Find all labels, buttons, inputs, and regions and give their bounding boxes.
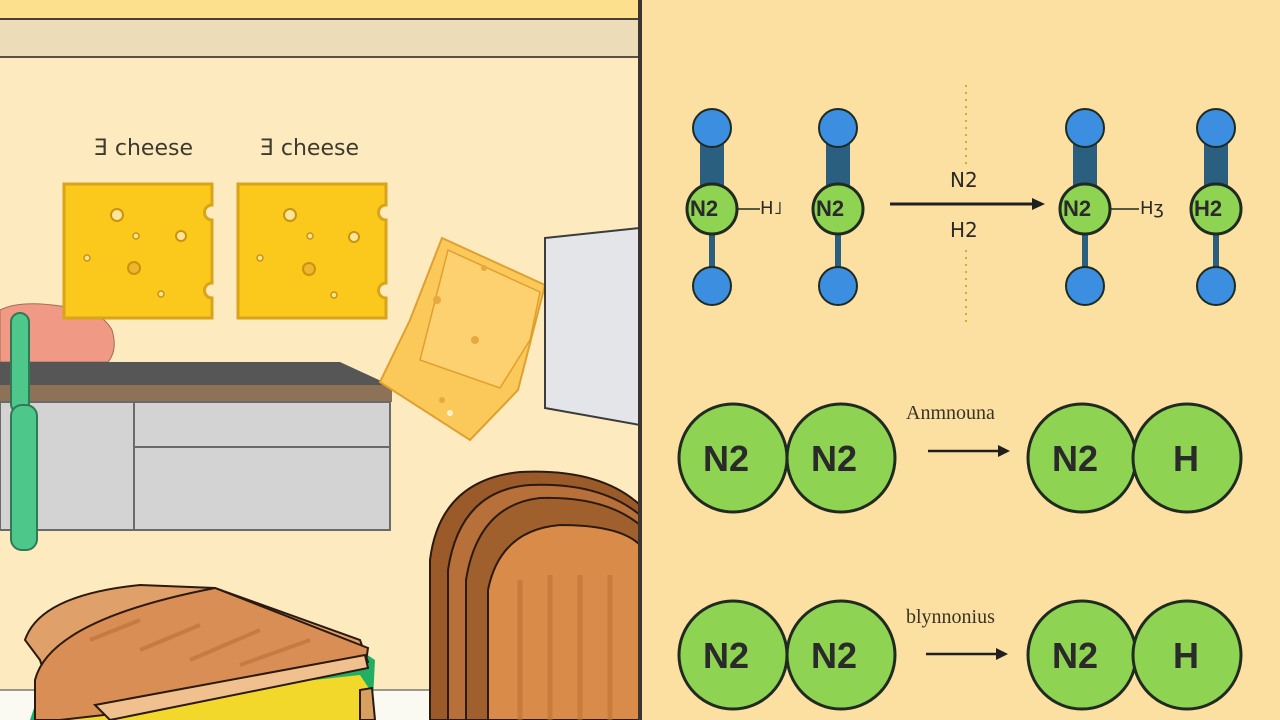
cheese-label-1: Ǝ cheese bbox=[94, 136, 193, 161]
atom-label: N2 bbox=[811, 438, 858, 479]
molecule-reactant-2 bbox=[811, 108, 865, 306]
panel-divider bbox=[638, 0, 642, 720]
arrow-label-below: H2 bbox=[950, 218, 978, 242]
kitchen-drawing bbox=[0, 182, 640, 720]
atom-label: N2 bbox=[703, 438, 750, 479]
atom-label: N2 bbox=[811, 635, 858, 676]
cheese-block-1 bbox=[62, 182, 214, 320]
reaction-diagram: N2 H˩ N2 N2 H2 N2 Hʒ H2 Anmnouna N2 N2 N… bbox=[642, 0, 1280, 720]
arrow-caption: Anmnouna bbox=[906, 402, 995, 424]
molecule-reactant-1 bbox=[685, 108, 760, 306]
upper-shelf bbox=[0, 20, 640, 58]
arrow-label-above: N2 bbox=[950, 168, 978, 192]
cheese-slices-tilted bbox=[378, 236, 547, 442]
molecule-product-1 bbox=[1058, 108, 1139, 306]
kitchen-illustration: Ǝ cheese Ǝ cheese bbox=[0, 0, 640, 720]
cheese-label-2: Ǝ cheese bbox=[260, 136, 359, 161]
atom-label: N2 bbox=[1052, 635, 1099, 676]
molecule-product-2 bbox=[1189, 108, 1243, 306]
bond-label: Hʒ bbox=[1140, 198, 1164, 219]
atom-label: H bbox=[1173, 438, 1199, 479]
ceiling-band bbox=[0, 0, 640, 20]
grilled-sandwich bbox=[23, 583, 377, 720]
arrow-caption: blynnonius bbox=[906, 606, 995, 628]
atom-label: N2 bbox=[816, 196, 845, 221]
atom-label: H bbox=[1173, 635, 1199, 676]
reaction-drawing bbox=[677, 85, 1243, 711]
cheese-block-2 bbox=[236, 182, 388, 320]
atom-label: N2 bbox=[703, 635, 750, 676]
atom-label: N2 bbox=[1052, 438, 1099, 479]
bread-loaf bbox=[429, 470, 640, 720]
atom-label: H2 bbox=[1194, 196, 1223, 221]
bond-label: H˩ bbox=[760, 198, 783, 219]
atom-label: N2 bbox=[1063, 196, 1092, 221]
atom-label: N2 bbox=[690, 196, 719, 221]
